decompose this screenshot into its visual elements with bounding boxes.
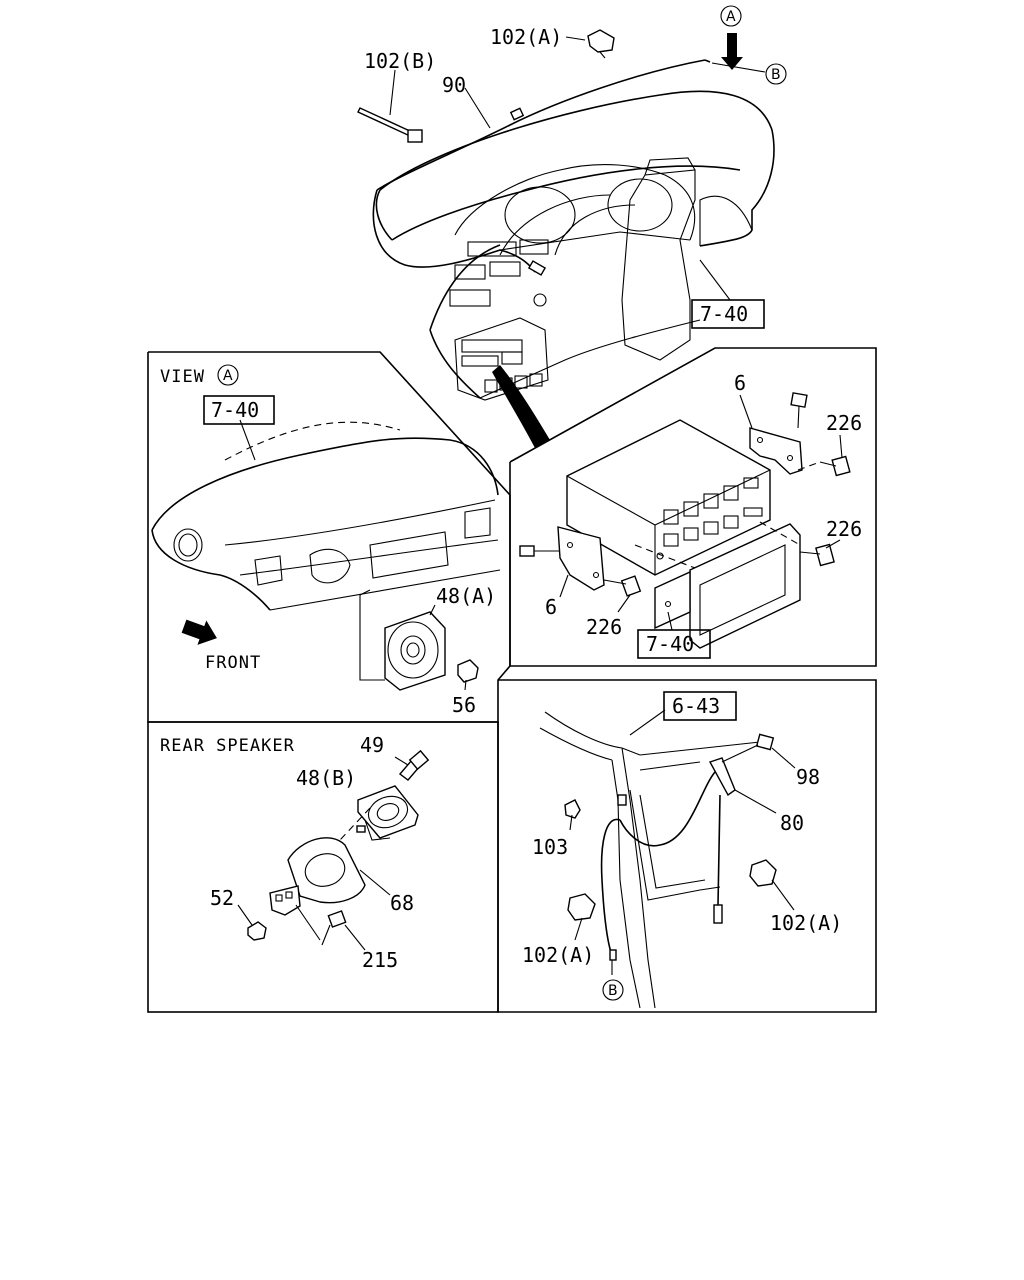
callout-52: 52 (210, 886, 234, 910)
callout-90: 90 (442, 73, 466, 97)
marker-a-top-letter: A (726, 9, 736, 25)
callout-56: 56 (452, 693, 476, 717)
callout-102a-right: 102(A) (770, 911, 842, 935)
view-a-panel (147, 351, 511, 723)
marker-b-bottom-letter: B (608, 983, 618, 999)
callout-80: 80 (780, 811, 804, 835)
marker-b-top-letter: B (771, 67, 781, 83)
ref-740-top-label: 7-40 (700, 302, 748, 326)
ref-box-643: 6-43 (663, 691, 737, 721)
callout-215: 215 (362, 948, 398, 972)
dashboard-illustration (357, 29, 775, 448)
radio-detail-panel (509, 347, 877, 667)
view-a-title: VIEW A (160, 364, 239, 387)
callout-103: 103 (532, 835, 568, 859)
marker-a-view-letter: A (223, 368, 233, 384)
callout-49: 49 (360, 733, 384, 757)
callout-6-upper: 6 (734, 371, 746, 395)
callout-48a: 48(A) (436, 584, 496, 608)
ref-740-view-label: 7-40 (211, 398, 259, 422)
marker-a-top: A (720, 5, 742, 27)
callout-226-c: 226 (586, 615, 622, 639)
callout-98: 98 (796, 765, 820, 789)
callout-6-lower: 6 (545, 595, 557, 619)
front-label: FRONT (205, 653, 261, 673)
callout-102a-left: 102(A) (522, 943, 594, 967)
callout-48b: 48(B) (296, 766, 356, 790)
rear-speaker-title: REAR SPEAKER (160, 736, 295, 756)
view-a-title-text: VIEW (160, 367, 205, 387)
marker-b-bottom: B (602, 979, 624, 1001)
antenna-panel (497, 679, 877, 1013)
callout-226-a: 226 (826, 411, 862, 435)
rear-speaker-panel (147, 721, 499, 1013)
ref-box-740-top: 7-40 (691, 299, 765, 329)
ref-box-740-view: 7-40 (203, 395, 275, 425)
ref-643-label: 6-43 (672, 694, 720, 718)
ref-740-radio-label: 7-40 (646, 632, 694, 656)
callout-68: 68 (390, 891, 414, 915)
marker-b-top: B (765, 63, 787, 85)
callout-226-b: 226 (826, 517, 862, 541)
ref-box-740-radio: 7-40 (637, 629, 711, 659)
callout-102a-top: 102(A) (490, 25, 562, 49)
callout-102b: 102(B) (364, 49, 436, 73)
